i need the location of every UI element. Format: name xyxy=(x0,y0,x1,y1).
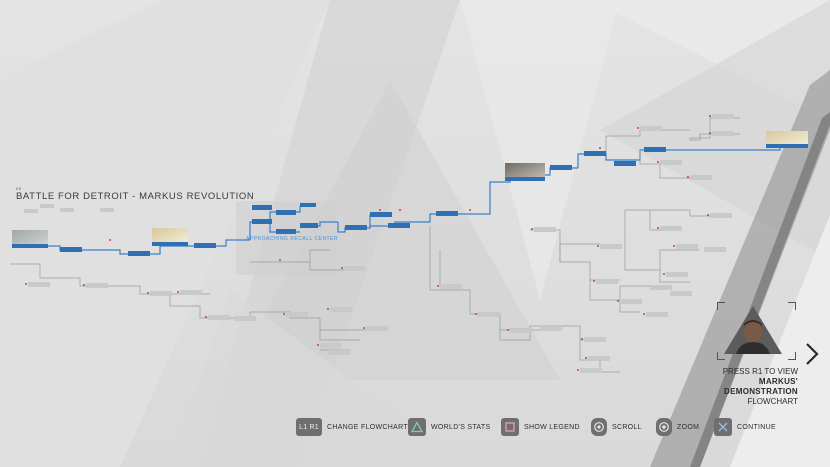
next-line-3: DEMONSTRATION xyxy=(724,387,798,396)
change-flowchart-hint[interactable]: L1 R1 CHANGE FLOWCHART xyxy=(296,416,408,438)
triangle-button-icon xyxy=(408,418,426,436)
next-line-2: MARKUS' xyxy=(758,377,798,386)
left-stick-icon xyxy=(591,418,607,436)
lock-markers xyxy=(25,115,711,371)
next-flowchart-text: PRESS R1 TO VIEW MARKUS' DEMONSTRATION F… xyxy=(712,367,798,407)
show-legend-hint[interactable]: SHOW LEGEND xyxy=(501,416,580,438)
l1-r1-button-icon: L1 R1 xyxy=(296,418,322,436)
section-label: APPROACHING RECALL CENTER xyxy=(246,236,339,242)
next-flowchart-panel[interactable]: PRESS R1 TO VIEW MARKUS' DEMONSTRATION F… xyxy=(708,300,818,410)
untaken-nodes xyxy=(24,114,734,373)
next-line-1: PRESS R1 TO VIEW xyxy=(722,367,798,376)
thumbnail-1 xyxy=(12,230,48,248)
frame-corner xyxy=(788,302,796,310)
change-flowchart-label: CHANGE FLOWCHART xyxy=(327,423,408,431)
thumbnail-4 xyxy=(766,131,808,148)
show-legend-label: SHOW LEGEND xyxy=(524,423,580,431)
chapter-header: ƐƐ BATTLE FOR DETROIT - MARKUS REVOLUTIO… xyxy=(16,186,254,202)
worlds-stats-hint[interactable]: WORLD'S STATS xyxy=(408,416,490,438)
frame-corner xyxy=(788,352,796,360)
scroll-hint[interactable]: SCROLL xyxy=(591,416,642,438)
next-line-4: FLOWCHART xyxy=(747,397,798,406)
path-untaken xyxy=(10,117,740,373)
chapter-number: ƐƐ xyxy=(16,186,22,191)
markus-portrait xyxy=(722,304,784,356)
right-stick-icon xyxy=(656,418,672,436)
continue-hint[interactable]: CONTINUE xyxy=(714,416,776,438)
scene-thumbnails xyxy=(12,131,808,248)
worlds-stats-label: WORLD'S STATS xyxy=(431,423,491,431)
zoom-label: ZOOM xyxy=(677,423,700,431)
frame-corner xyxy=(717,352,725,360)
continue-label: CONTINUE xyxy=(737,423,776,431)
chapter-title: BATTLE FOR DETROIT - MARKUS REVOLUTION xyxy=(16,191,255,202)
taken-nodes xyxy=(60,147,666,256)
scroll-label: SCROLL xyxy=(612,423,642,431)
thumbnail-3 xyxy=(505,163,545,181)
frame-corner xyxy=(717,302,725,310)
chevron-right-icon[interactable] xyxy=(803,342,821,366)
square-button-icon xyxy=(501,418,519,436)
cross-button-icon xyxy=(714,418,732,436)
thumbnail-2 xyxy=(152,228,188,246)
zoom-hint[interactable]: ZOOM xyxy=(656,416,699,438)
